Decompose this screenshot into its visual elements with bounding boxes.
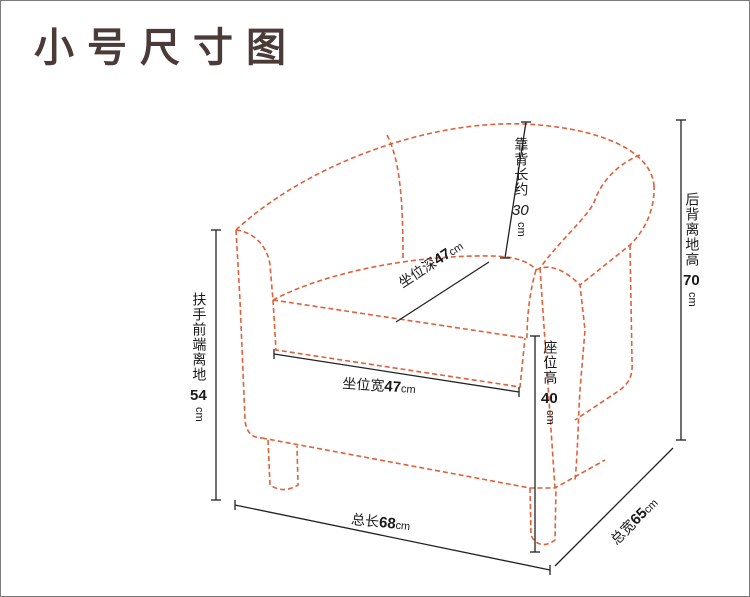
- armrest-height-unit: cm: [192, 407, 205, 422]
- armrest-height-value: 54: [190, 387, 207, 404]
- armrest-height-text: 扶手前端离地: [190, 292, 207, 382]
- back-height-value: 70: [683, 272, 700, 289]
- chair-outline: [235, 123, 655, 546]
- seat-height-unit: cm: [543, 410, 556, 425]
- total-length-unit: cm: [394, 519, 411, 534]
- seat-height-label: 座位高 40 cm: [541, 340, 558, 425]
- back-height-label: 后背离地高 70 cm: [683, 192, 700, 307]
- seat-width-unit: cm: [400, 383, 416, 397]
- back-height-unit: cm: [685, 292, 698, 307]
- seat-width-value: 47: [383, 377, 402, 397]
- back-length-label: 靠背长约 30 cm: [512, 137, 529, 237]
- seat-width-text: 坐位宽: [341, 376, 385, 395]
- seat-height-value: 40: [541, 390, 558, 407]
- back-height-text: 后背离地高: [683, 192, 700, 267]
- back-length-value: 30: [512, 202, 529, 219]
- back-length-unit: cm: [514, 222, 527, 237]
- armrest-height-label: 扶手前端离地 54 cm: [190, 292, 207, 422]
- dimension-lines: [211, 119, 686, 575]
- back-length-text: 靠背长约: [512, 137, 529, 197]
- total-length-text: 总长: [350, 512, 380, 531]
- page-title: 小号尺寸图: [34, 25, 299, 71]
- seat-height-text: 座位高: [541, 340, 558, 385]
- total-length-value: 68: [378, 513, 397, 533]
